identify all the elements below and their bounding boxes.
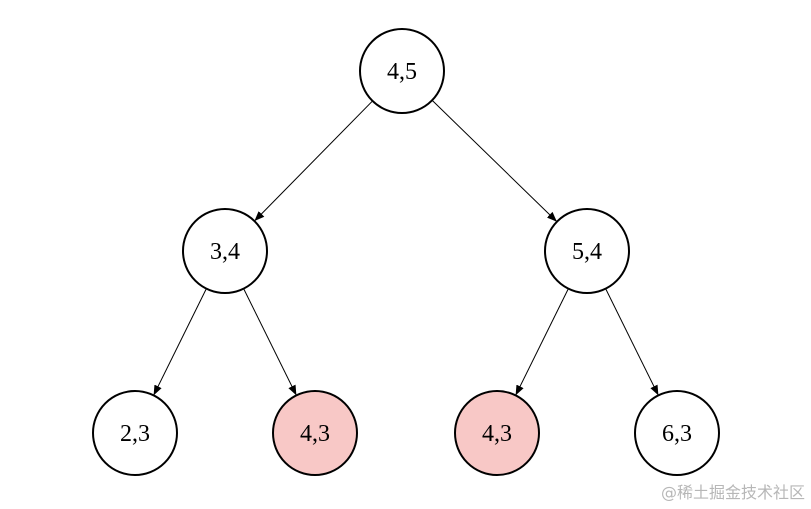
node-circle xyxy=(634,390,720,476)
node-circle xyxy=(544,208,630,294)
edge-left-lr xyxy=(243,288,297,396)
tree-node-lr: 4,3 xyxy=(272,390,358,476)
node-label: 3,4 xyxy=(210,239,240,265)
edge-root-right xyxy=(431,99,557,222)
tree-node-left: 3,4 xyxy=(182,208,268,294)
edges-layer xyxy=(153,99,659,396)
tree-node-rl: 4,3 xyxy=(454,390,540,476)
node-label: 6,3 xyxy=(662,421,692,447)
node-label: 4,3 xyxy=(300,421,330,447)
tree-node-rr: 6,3 xyxy=(634,390,720,476)
watermark-text: @稀土掘金技术社区 xyxy=(660,483,805,502)
node-circle xyxy=(272,390,358,476)
node-label: 2,3 xyxy=(120,421,150,447)
node-circle xyxy=(92,390,178,476)
edge-root-left xyxy=(254,100,373,222)
tree-node-root: 4,5 xyxy=(359,28,445,114)
edge-right-rl xyxy=(515,288,569,396)
tree-node-right: 5,4 xyxy=(544,208,630,294)
node-label: 5,4 xyxy=(572,239,602,265)
node-circle xyxy=(454,390,540,476)
edge-right-rr xyxy=(605,288,659,396)
edge-left-ll xyxy=(153,288,207,396)
node-label: 4,3 xyxy=(482,421,512,447)
node-circle xyxy=(182,208,268,294)
tree-node-ll: 2,3 xyxy=(92,390,178,476)
nodes-layer: 4,5 3,4 5,4 2,3 4,3 4,3 6,3 xyxy=(92,28,720,476)
node-circle xyxy=(359,28,445,114)
node-label: 4,5 xyxy=(387,59,417,85)
